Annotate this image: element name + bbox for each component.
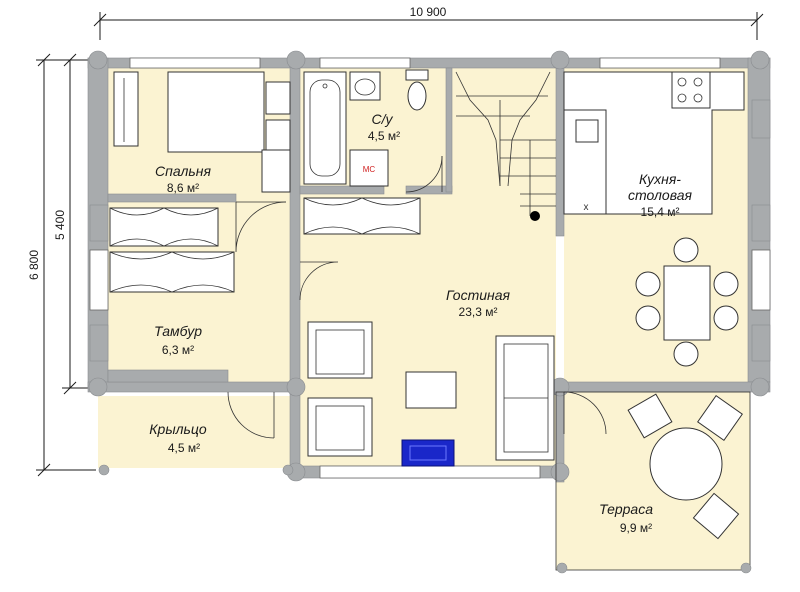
stove-mark: x (584, 202, 589, 213)
porch-name: Крыльцо (149, 421, 207, 437)
dimension-width: 10 900 (410, 5, 447, 19)
porch-area: 4,5 м² (168, 441, 200, 455)
kitchen-name-2: столовая (628, 187, 692, 203)
armchair-1 (307, 321, 373, 379)
living-area: 23,3 м² (459, 305, 498, 319)
wardrobe-vestibule (109, 251, 235, 293)
toilet (405, 69, 429, 111)
living-name: Гостиная (446, 287, 511, 303)
terrace-furniture (627, 393, 743, 540)
stove (671, 71, 711, 109)
sink (349, 71, 381, 101)
terrace-name: Терраса (599, 501, 653, 517)
terrace-area: 9,9 м² (620, 521, 652, 535)
windows (89, 57, 771, 479)
sofa (495, 335, 555, 461)
bathroom-area: 4,5 м² (368, 129, 400, 143)
doors (227, 155, 607, 439)
kitchen-name-1: Кухня- (639, 171, 681, 187)
armchair-2 (307, 397, 373, 457)
mc-label: МС (363, 165, 376, 174)
tv-stand (401, 439, 455, 467)
washing-machine (349, 149, 389, 187)
wardrobe-living (303, 197, 421, 235)
vestibule-name: Тамбур (154, 323, 202, 339)
bedroom-area: 8,6 м² (167, 181, 199, 195)
bathroom-name: С/у (372, 111, 394, 127)
coffee-table (405, 371, 457, 409)
dining-table (635, 237, 739, 367)
wardrobe-bedroom (109, 207, 219, 247)
dimension-height-total: 6 800 (27, 250, 41, 280)
bedroom-name: Спальня (155, 163, 211, 179)
dimension-lines (36, 12, 764, 477)
bed (113, 71, 291, 193)
vestibule-area: 6,3 м² (162, 343, 194, 357)
bathtub (303, 71, 347, 185)
dimension-height-inner: 5 400 (53, 210, 67, 240)
kitchen-area: 15,4 м² (641, 205, 680, 219)
stairs (455, 71, 556, 221)
stair-post (530, 211, 540, 221)
